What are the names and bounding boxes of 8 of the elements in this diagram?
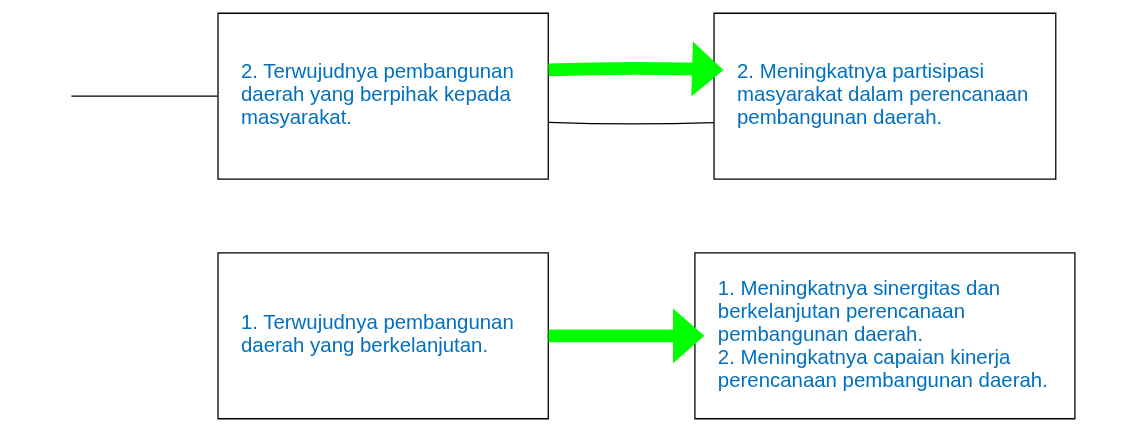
node-box: 1. Meningkatnya sinergitas dan berkelanjutan perencanaan pembangunan daerah. 2. Meningkatnya capaian kinerja perencanaan pembangunan daerah.: [694, 252, 1076, 420]
connector: [70, 95, 219, 97]
connector: [547, 121, 715, 125]
node-box: 1. Terwujudnya pembangunan daerah yang berkelanjutan.: [217, 252, 549, 420]
arrow: [548, 41, 724, 97]
arrow: [548, 308, 705, 364]
node-box: 2. Meningkatnya partisipasi masyarakat dalam perencanaan pembangunan daerah.: [713, 12, 1057, 180]
node-box: 2. Terwujudnya pembangunan daerah yang berpihak kepada masyarakat.: [217, 12, 549, 180]
